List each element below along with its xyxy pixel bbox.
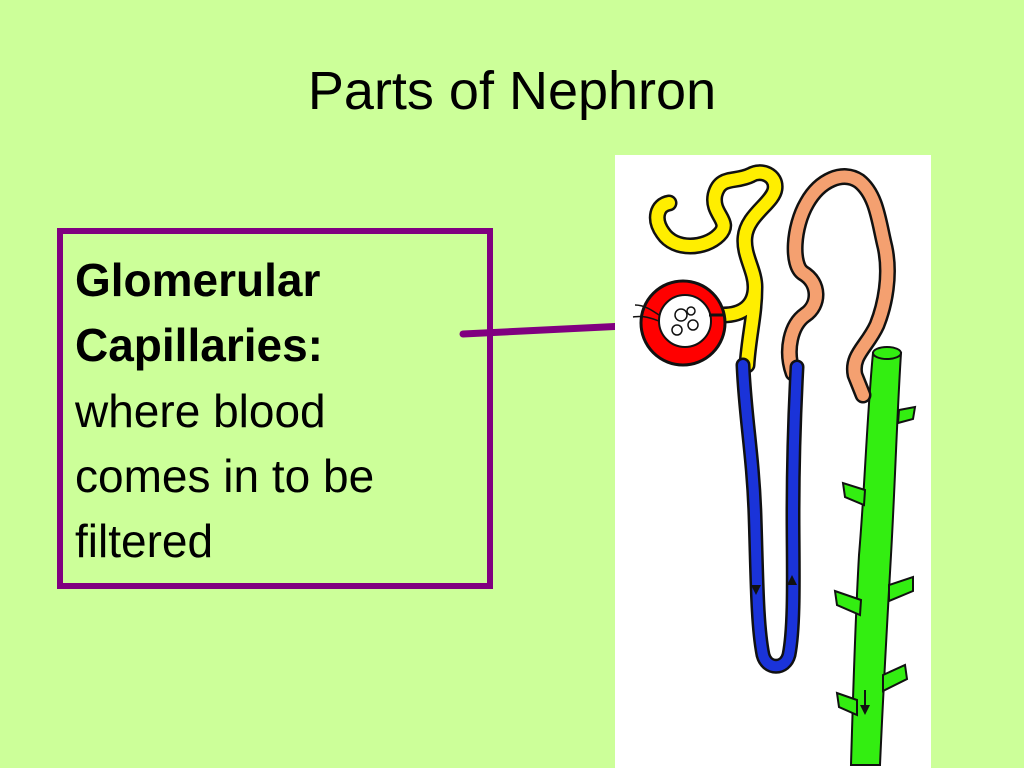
- collecting-duct-shape: [833, 346, 917, 766]
- slide-title: Parts of Nephron: [307, 61, 717, 121]
- nephron-illustration: [615, 155, 931, 768]
- callout-desc-line-2: comes in to be: [75, 449, 375, 502]
- nephron-diagram: [632, 164, 917, 766]
- glomerulus-shape: [632, 279, 727, 367]
- callout-desc-line-1: where blood: [75, 384, 326, 437]
- callout-desc-line-3: filtered: [75, 515, 214, 568]
- callout-term-line-2: Capillaries:: [75, 319, 323, 372]
- callout-box: Glomerular Capillaries: where blood come…: [57, 228, 493, 589]
- callout-term-line-1: Glomerular: [75, 254, 321, 306]
